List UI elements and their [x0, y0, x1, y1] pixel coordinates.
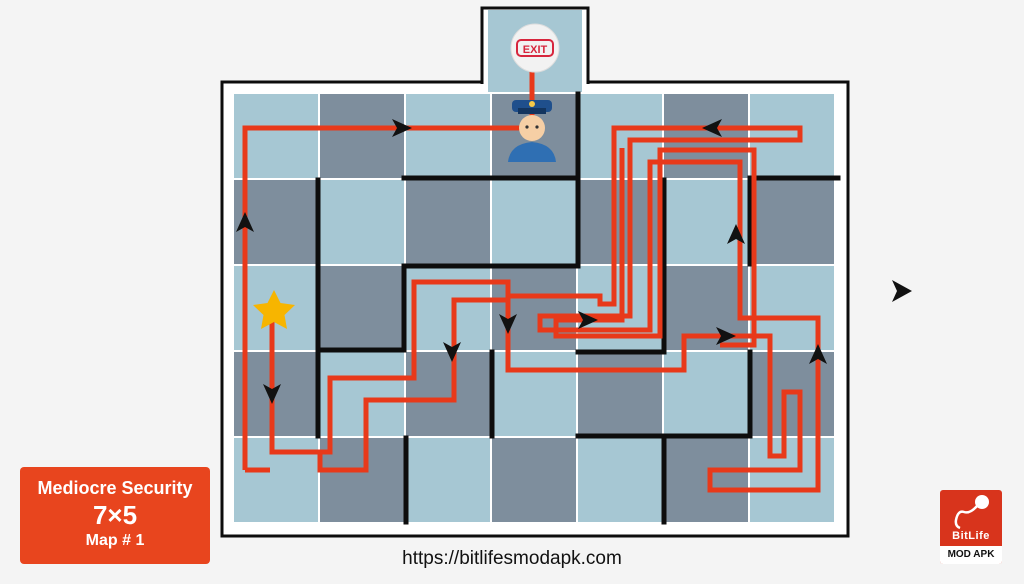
path-line: [553, 147, 757, 348]
maze-tile: [664, 180, 748, 264]
maze-tile: [406, 180, 490, 264]
maze-tile: [320, 266, 404, 350]
maze-tile: [664, 438, 748, 522]
grid-size-label: 7×5: [92, 500, 138, 530]
maze-tile: [750, 438, 834, 522]
maze-tile: [320, 438, 404, 522]
maze-tile: [320, 94, 404, 178]
brand-subtitle: MOD APK: [940, 546, 1002, 564]
maze-tile: [406, 266, 490, 350]
maze-tile: [750, 94, 834, 178]
maze-tile: [320, 180, 404, 264]
maze-tile: [234, 94, 318, 178]
arrow-right-icon: [392, 119, 412, 137]
police-officer-icon: [508, 100, 556, 162]
star-icon: [253, 290, 295, 329]
path-arrows: [236, 38, 827, 404]
arrow-down-icon: [499, 314, 517, 334]
path-line: [269, 125, 821, 493]
maze-tile: [492, 438, 576, 522]
play-arrow-icon[interactable]: [892, 280, 912, 302]
arrow-down-icon: [263, 384, 281, 404]
arrow-right-icon: [716, 327, 736, 345]
maze-tile: [578, 438, 662, 522]
maze-walls: [315, 91, 841, 525]
maze-tile: [320, 352, 404, 436]
maze-tile: [406, 352, 490, 436]
maze-tile: [750, 180, 834, 264]
arrow-right-icon: [578, 311, 598, 329]
arrow-down-icon: [443, 342, 461, 362]
arrow-up-icon: [727, 224, 745, 244]
map-number-label: Map # 1: [85, 532, 145, 549]
maze-tile: [406, 94, 490, 178]
path-line: [242, 46, 535, 470]
solution-path: [242, 46, 821, 493]
sperm-icon: [954, 495, 989, 530]
maze-tile: [664, 352, 748, 436]
exit-sign: EXIT: [510, 23, 560, 73]
maze-tile: [492, 352, 576, 436]
source-url[interactable]: https://bitlifesmodapk.com: [402, 548, 622, 569]
difficulty-label: Mediocre Security: [37, 478, 193, 498]
maze-tile: [664, 94, 748, 178]
brand-logo: BitLife MOD APK: [940, 490, 1002, 564]
brand-name: BitLife: [952, 530, 990, 542]
exit-sign-label: EXIT: [523, 44, 548, 56]
arrow-up-icon: [236, 212, 254, 232]
maze-tile: [406, 438, 490, 522]
maze-tile: [492, 180, 576, 264]
level-info-box: Mediocre Security 7×5 Map # 1: [20, 467, 210, 564]
maze-tile: [578, 352, 662, 436]
arrow-up-icon: [809, 344, 827, 364]
arrow-left-icon: [702, 119, 722, 137]
